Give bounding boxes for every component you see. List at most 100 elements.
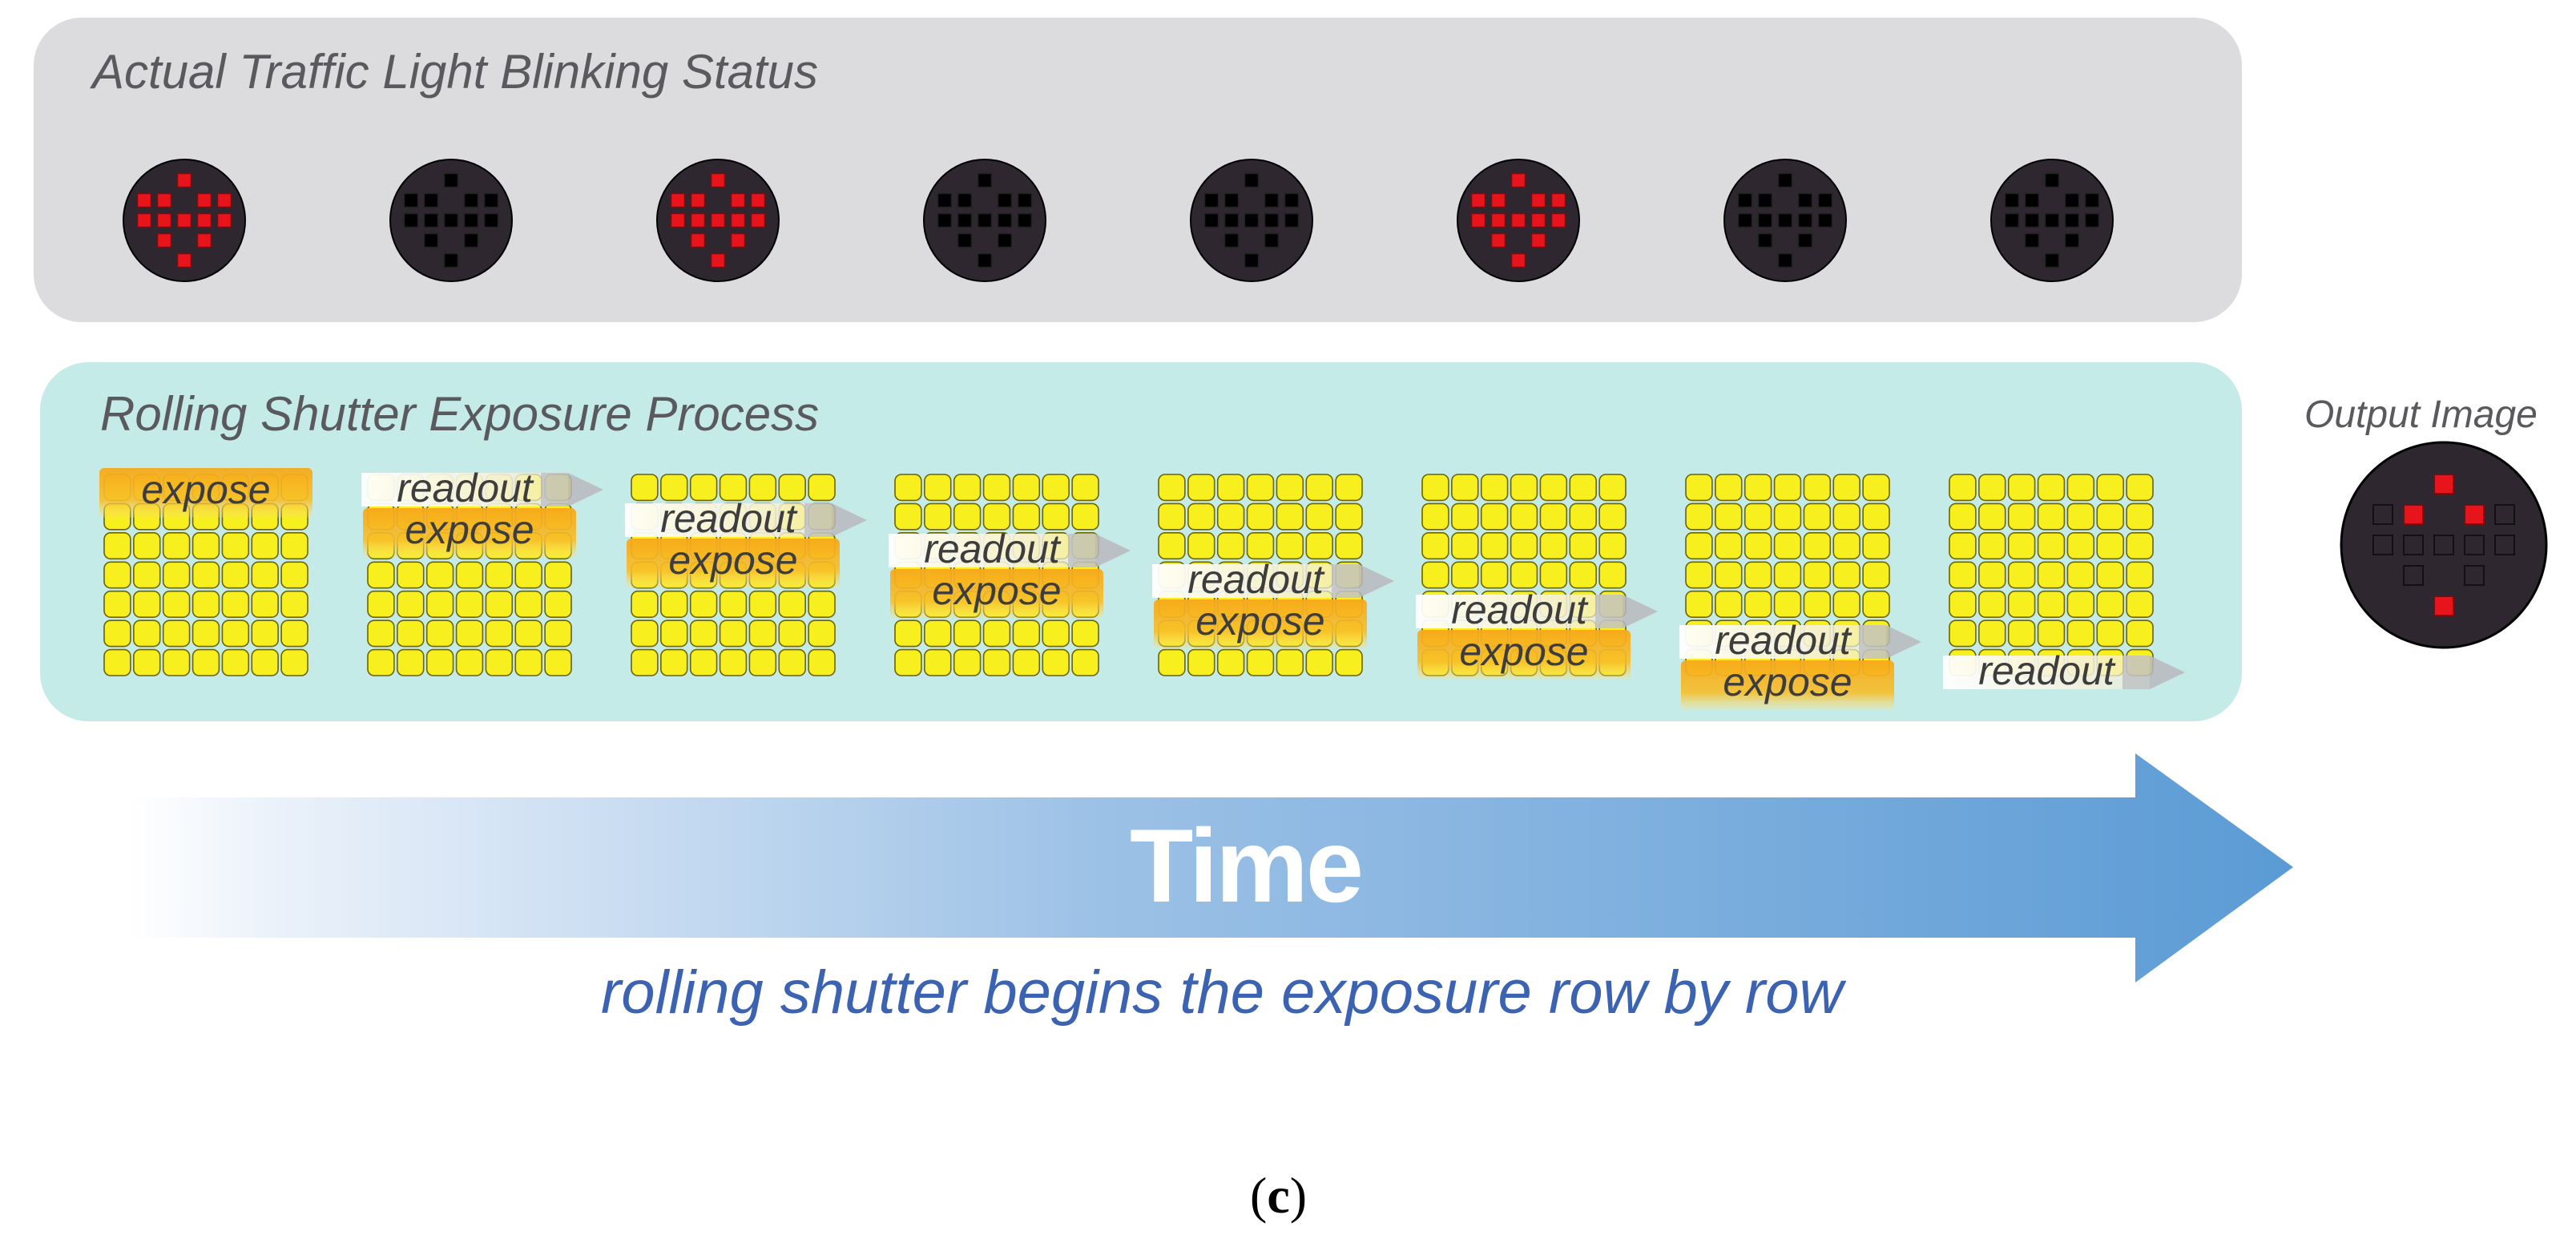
sensor-cell (719, 620, 748, 648)
sensor-cell (103, 561, 131, 589)
sensor-cell (1042, 620, 1070, 648)
sensor-cell (2037, 502, 2066, 531)
expose-band (890, 569, 1103, 619)
sensor-cell (162, 648, 191, 676)
sensor-cell (1421, 532, 1449, 560)
readout-label: readout (1187, 557, 1325, 602)
sensor-cell (1685, 590, 1713, 618)
sensor-cell (544, 590, 572, 618)
sensor-cell (2037, 474, 2066, 502)
led-red (710, 212, 726, 228)
readout-label: readout (1715, 618, 1852, 663)
sensor-cell (133, 532, 161, 560)
sensor-cell (982, 648, 1011, 676)
sensor-cell (1685, 474, 1713, 502)
sensor-cell (2007, 474, 2036, 502)
sensor-cell (221, 561, 250, 589)
sensor-cell (1187, 502, 1215, 531)
sensor-cell (1949, 590, 1977, 618)
led-red (1530, 192, 1546, 208)
sensor-cell (1246, 648, 1275, 676)
sensor-cell (1187, 648, 1215, 676)
sensor-cell (2066, 620, 2095, 648)
sensor-cell (514, 590, 542, 618)
sensor-cell (631, 620, 659, 648)
sensor-cell (1539, 561, 1568, 589)
sensor-cell (397, 648, 425, 676)
sensor-cell (1685, 532, 1713, 560)
sensor-cell (748, 590, 777, 618)
sensor-cell (2126, 502, 2154, 531)
sensor-cell (455, 648, 484, 676)
sensor-cell (1569, 532, 1597, 560)
sensor-cell (2066, 474, 2095, 502)
time-caption: rolling shutter begins the exposure row … (601, 959, 1844, 1027)
led-dark (1203, 212, 1219, 228)
sensor-cell (778, 590, 806, 618)
sensor-cell (1335, 474, 1363, 502)
led-red (1550, 212, 1566, 228)
sensor-cell (1949, 532, 1977, 560)
expose-label: expose (1459, 629, 1588, 674)
sensor-cell (1510, 502, 1538, 531)
sensor-cell (1949, 474, 1977, 502)
sensor-cell (1978, 590, 2006, 618)
led-red (1550, 192, 1566, 208)
readout-band (361, 473, 568, 506)
sensor-cell (1832, 502, 1860, 531)
led-dark (1777, 252, 1793, 268)
readout-band (1943, 656, 2150, 689)
sensor-cell (1978, 474, 2006, 502)
output-led-dark (2494, 535, 2515, 555)
sensor-cell (1598, 532, 1627, 560)
sensor-cell (1978, 502, 2006, 531)
led-dark (1817, 212, 1833, 228)
sensor-cell (2037, 620, 2066, 648)
led-dark (2064, 192, 2080, 208)
sensor-cell (1042, 648, 1070, 676)
sensor-cell (133, 590, 161, 618)
led-dark (2084, 192, 2100, 208)
sensor-cell (894, 620, 922, 648)
led-dark (2024, 192, 2040, 208)
led-dark (2004, 212, 2020, 228)
led-dark (483, 192, 499, 208)
led-dark (1284, 192, 1300, 208)
led-red (196, 192, 212, 208)
led-red (670, 212, 686, 228)
led-dark (1777, 172, 1793, 188)
readout-arrow-head (1886, 625, 1921, 659)
sensor-cell (1744, 474, 1772, 502)
sensor-cell (2037, 532, 2066, 560)
led-red (1510, 252, 1526, 268)
led-dark (483, 212, 499, 228)
led-red (1530, 212, 1546, 228)
sensor-frame: readout (1943, 474, 2185, 693)
sensor-cell (1335, 532, 1363, 560)
sensor-cell (1832, 474, 1860, 502)
output-led-red (2433, 595, 2454, 616)
sensor-cell (1715, 590, 1743, 618)
sensor-cell (133, 561, 161, 589)
sensor-cell (1276, 532, 1304, 560)
readout-label: readout (660, 496, 798, 541)
led-red (670, 192, 686, 208)
sensor-cell (1071, 620, 1099, 648)
expose-label: expose (932, 568, 1061, 613)
sensor-cell (280, 532, 308, 560)
led-dark (443, 252, 459, 268)
led-dark (1757, 232, 1773, 248)
readout-arrow-head (832, 503, 867, 537)
output-led-dark (2403, 565, 2424, 586)
sensor-cell (191, 561, 220, 589)
led-red (1490, 192, 1506, 208)
sensor-cell (778, 648, 806, 676)
sensor-cell (660, 590, 688, 618)
sensor-cell (1071, 648, 1099, 676)
sensor-cell (1978, 620, 2006, 648)
sensor-cell (221, 590, 250, 618)
sensor-cell (660, 648, 688, 676)
led-dark (1797, 192, 1813, 208)
